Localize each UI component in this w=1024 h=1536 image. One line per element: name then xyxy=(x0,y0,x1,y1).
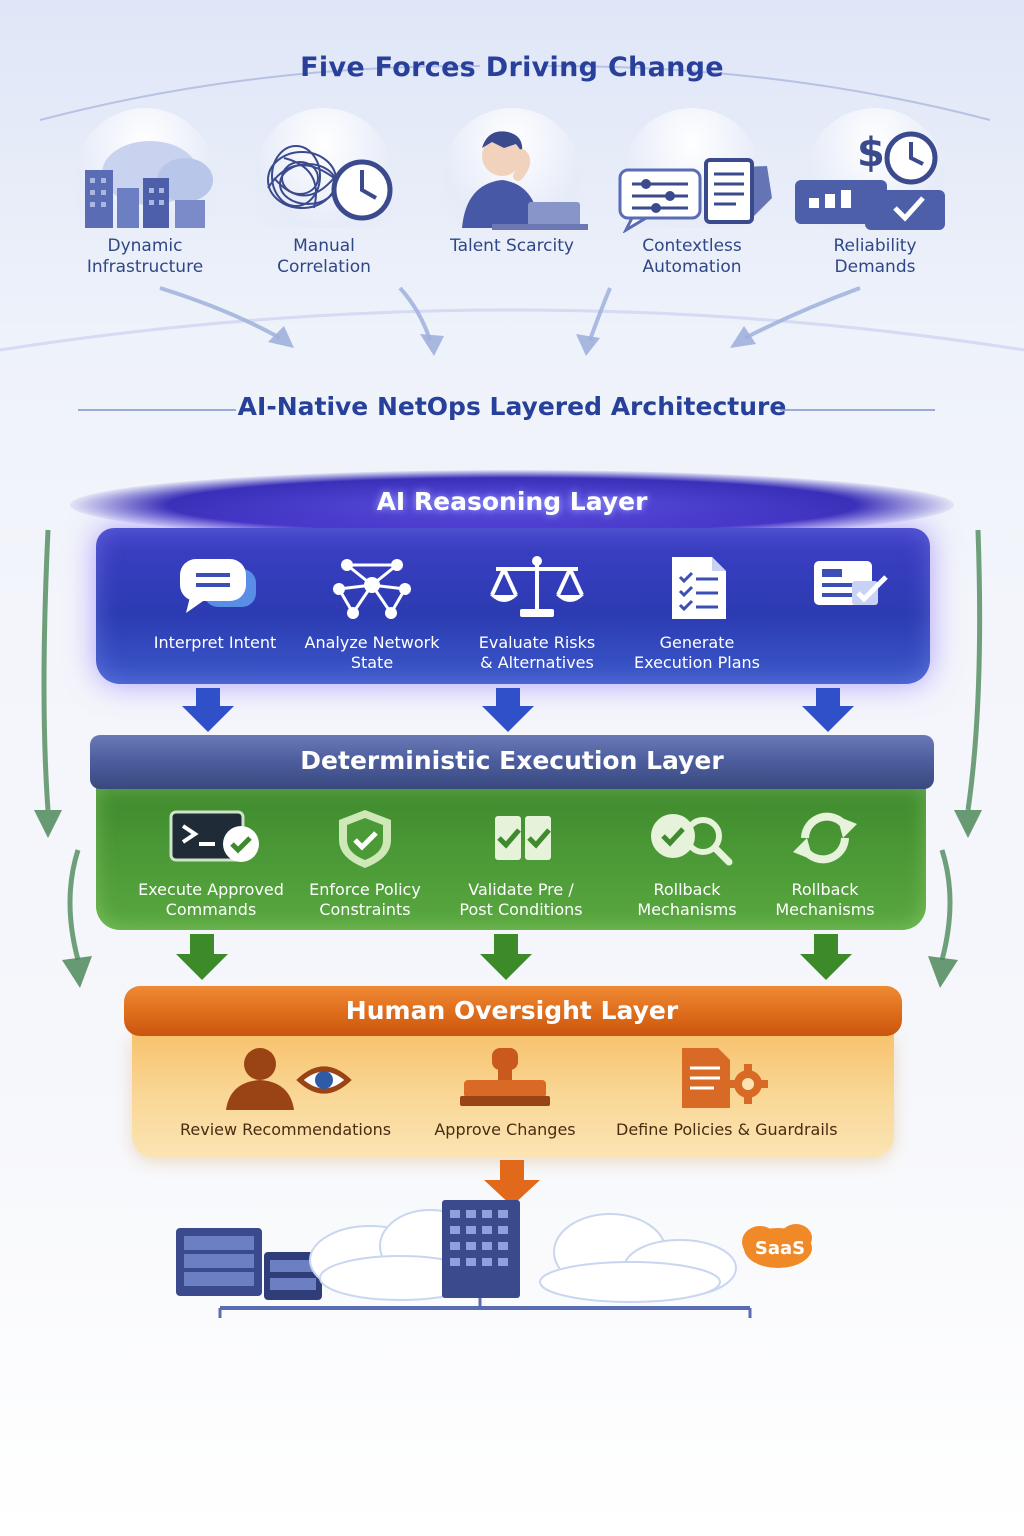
human-item-approve: Approve Changes xyxy=(420,1044,590,1139)
det-item-enforce-policy: Enforce Policy Constraints xyxy=(290,808,440,920)
side-flow-arrows xyxy=(34,529,983,988)
force-dynamic-infrastructure: Dynamic Infrastructure xyxy=(60,108,230,298)
det-item-label: Rollback Mechanisms xyxy=(775,880,875,919)
check-magnifier-icon xyxy=(651,814,733,866)
checklist-icon xyxy=(672,557,726,619)
det-layer-title: Deterministic Execution Layer xyxy=(300,746,724,775)
page-title: Five Forces Driving Change xyxy=(300,52,724,83)
refresh-icon xyxy=(793,812,857,864)
arch-title-rules xyxy=(78,409,935,411)
human-item-label: Review Recommendations xyxy=(180,1120,392,1139)
ai-item-label: Evaluate Risks & Alternatives xyxy=(478,633,596,672)
ai-item-label: Interpret Intent xyxy=(153,633,277,652)
force-label: Manual Correlation xyxy=(277,236,371,277)
det-item-label: Enforce Policy Constraints xyxy=(309,880,421,919)
chat-bubbles-icon xyxy=(180,559,256,613)
det-item-rollback-2: Rollback Mechanisms xyxy=(750,808,900,920)
det-item-rollback-1: Rollback Mechanisms xyxy=(612,808,762,920)
ai-item-evaluate-risks: Evaluate Risks & Alternatives xyxy=(462,555,612,673)
human-layer-cap xyxy=(124,986,902,1036)
det-item-execute-commands: Execute Approved Commands xyxy=(136,808,286,920)
architecture-title: AI-Native NetOps Layered Architecture xyxy=(237,392,787,421)
document-gear-icon xyxy=(682,1048,768,1108)
saas-label: SaaS xyxy=(754,1238,806,1259)
top-decor xyxy=(0,64,1024,352)
force-contextless-automation: Contextless Automation xyxy=(607,108,777,298)
human-item-define-policies: Define Policies & Guardrails xyxy=(616,1044,838,1139)
force-manual-correlation: Manual Correlation xyxy=(239,108,409,298)
human-to-infra-arrow xyxy=(484,1160,540,1206)
infrastructure-illustration xyxy=(176,1200,812,1318)
ai-item-generate-plans: Generate Execution Plans xyxy=(622,555,772,673)
force-label: Dynamic Infrastructure xyxy=(86,236,204,277)
force-talent-scarcity: Talent Scarcity xyxy=(427,108,597,298)
scales-icon xyxy=(490,556,584,617)
stamp-icon xyxy=(460,1048,550,1106)
network-graph-icon xyxy=(333,559,411,619)
human-item-label: Define Policies & Guardrails xyxy=(616,1120,838,1139)
ai-item-form-check xyxy=(780,555,930,633)
tangle-clock-icon xyxy=(267,145,393,221)
human-layer-title: Human Oversight Layer xyxy=(345,996,679,1025)
svg-text:$: $ xyxy=(857,130,885,176)
det-item-label: Validate Pre / Post Conditions xyxy=(459,880,583,919)
ai-item-label: Analyze Network State xyxy=(304,633,440,672)
det-to-human-arrows xyxy=(176,934,852,980)
dollar-clock-icon: $ xyxy=(795,130,945,230)
chat-sliders-icon xyxy=(618,158,772,233)
ai-to-det-arrows xyxy=(182,688,854,732)
double-check-icon xyxy=(495,816,551,860)
human-item-review: Review Recommendations xyxy=(180,1044,392,1139)
det-item-validate-conditions: Validate Pre / Post Conditions xyxy=(446,808,596,920)
form-check-icon xyxy=(814,561,888,605)
det-item-label: Rollback Mechanisms xyxy=(637,880,737,919)
force-label: Talent Scarcity xyxy=(450,236,574,256)
force-label: Contextless Automation xyxy=(642,236,742,277)
ai-layer-title: AI Reasoning Layer xyxy=(376,487,648,516)
ai-item-label: Generate Execution Plans xyxy=(634,633,760,672)
human-item-label: Approve Changes xyxy=(434,1120,576,1139)
cloud-buildings-icon xyxy=(85,141,213,228)
terminal-check-icon xyxy=(169,810,259,862)
force-label: Reliability Demands xyxy=(833,236,917,277)
ai-item-interpret-intent: Interpret Intent xyxy=(140,555,290,653)
ai-item-analyze-network: Analyze Network State xyxy=(297,555,447,673)
shield-check-icon xyxy=(339,810,391,868)
tired-engineer-icon xyxy=(462,131,588,230)
det-layer-cap xyxy=(90,735,934,789)
converging-arrows xyxy=(159,286,861,356)
person-eye-icon xyxy=(226,1048,352,1110)
det-item-label: Execute Approved Commands xyxy=(138,880,284,919)
force-reliability-demands: $ Reliability Demands xyxy=(790,108,960,298)
